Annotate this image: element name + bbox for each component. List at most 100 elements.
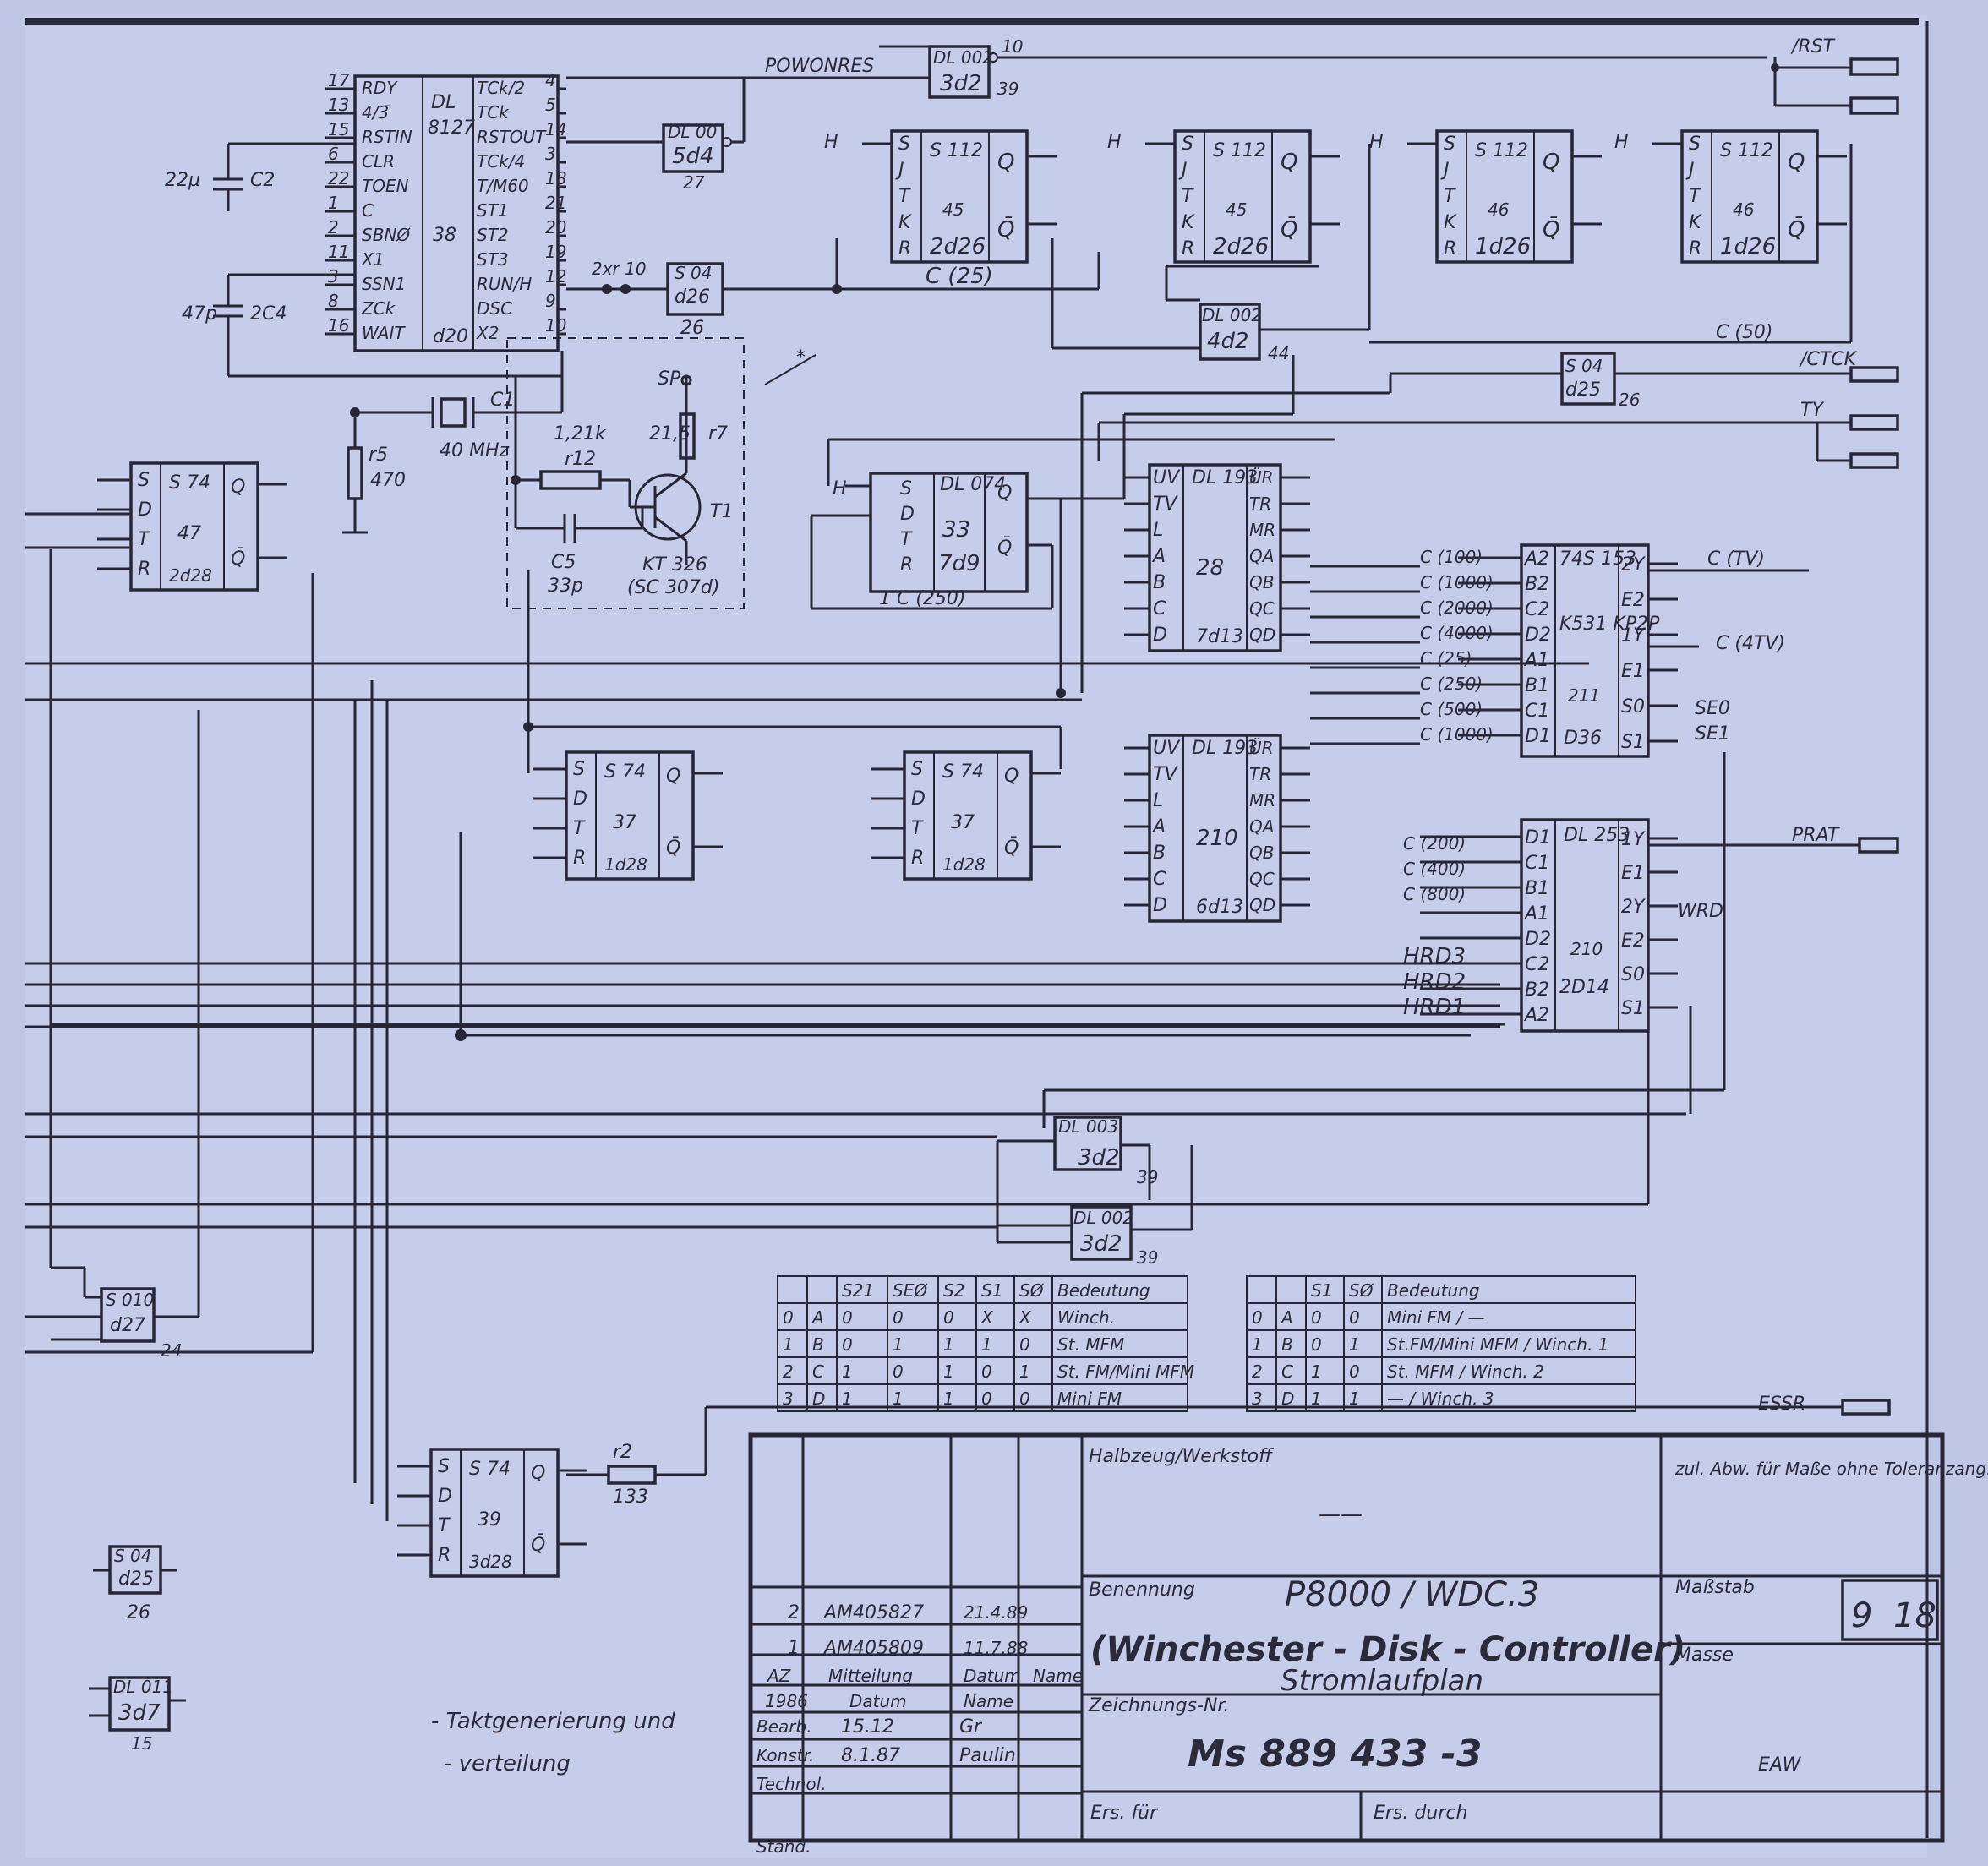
svg-text:39: 39 bbox=[1137, 1167, 1158, 1187]
osc-pin-label: ZCk bbox=[361, 298, 396, 319]
gate-d25-ctck: S 04 d25 26 /CTCK TY bbox=[1080, 349, 1899, 693]
ff74-pin: T bbox=[911, 818, 924, 839]
ff74-num: 37 bbox=[613, 812, 636, 833]
ff-pin: J bbox=[1685, 160, 1695, 181]
svg-text:7d9: 7d9 bbox=[938, 551, 980, 576]
osc-pin-label: RUN/H bbox=[477, 274, 532, 294]
svg-text:2D14: 2D14 bbox=[1559, 977, 1609, 998]
ff-name: S 112 bbox=[930, 140, 983, 161]
osc-pin-label: TCk bbox=[477, 102, 510, 123]
osc-pin-num: 6 bbox=[328, 144, 339, 164]
svg-text:DL 011: DL 011 bbox=[113, 1677, 173, 1697]
cnt-pin: A bbox=[1151, 816, 1166, 838]
osc-pin-label: X1 bbox=[361, 249, 384, 270]
ff-pin: S bbox=[1444, 134, 1456, 155]
cnt-pos: 6d13 bbox=[1196, 897, 1243, 918]
svg-text:/RST: /RST bbox=[1790, 36, 1836, 57]
svg-text:Q: Q bbox=[997, 483, 1012, 504]
ff-pin: K bbox=[898, 212, 912, 233]
osc-pin-num: 12 bbox=[545, 266, 566, 286]
caption-line-1: - Taktgenerierung und bbox=[431, 1709, 675, 1734]
osc-pin-label: ST2 bbox=[477, 225, 509, 245]
svg-text:d25: d25 bbox=[118, 1569, 154, 1590]
mux1-input-label: C (25) bbox=[1420, 648, 1472, 668]
mux2-pin: D1 bbox=[1525, 827, 1551, 848]
table-cell: 3 bbox=[783, 1389, 794, 1409]
svg-text:R: R bbox=[900, 554, 913, 576]
svg-text:C (50): C (50) bbox=[1716, 322, 1773, 343]
table-header: S2 bbox=[943, 1280, 964, 1301]
ff-pin: T bbox=[1689, 186, 1701, 207]
ff74-num: 39 bbox=[478, 1509, 501, 1530]
mux2-pin: A1 bbox=[1523, 903, 1549, 925]
ff74-num: 47 bbox=[178, 523, 201, 544]
ff74-pos: 1d28 bbox=[604, 854, 647, 875]
mux1-pin: B1 bbox=[1525, 675, 1549, 696]
rev-mitteilung: AM405809 bbox=[822, 1638, 924, 1659]
osc-pin-label: RSTIN bbox=[362, 127, 412, 147]
mux2-pin: C2 bbox=[1525, 954, 1549, 975]
ff-pin: J bbox=[1440, 160, 1450, 181]
osc-pin-label: TCk/2 bbox=[477, 78, 525, 98]
osc-pin-label: RDY bbox=[362, 78, 398, 98]
ff-name: S 112 bbox=[1720, 140, 1773, 161]
tb-year: 1986 bbox=[765, 1691, 808, 1711]
resistor-r2: r2 133 ESSR bbox=[566, 1394, 1891, 1508]
ff-h-label: H bbox=[824, 132, 838, 153]
osc-pin-num: 3 bbox=[328, 266, 339, 286]
ff-h-label: H bbox=[1107, 132, 1122, 153]
ff74-num: 37 bbox=[951, 812, 975, 833]
svg-text:SE1: SE1 bbox=[1695, 723, 1730, 745]
cnt-name: DL 193 bbox=[1192, 738, 1258, 759]
mux2-out-pin: S1 bbox=[1621, 998, 1645, 1019]
osc-pin-num: 20 bbox=[545, 217, 566, 237]
mux1-input-label: C (2000) bbox=[1420, 597, 1494, 618]
svg-text:24: 24 bbox=[161, 1340, 182, 1361]
ff74-pin: T bbox=[573, 818, 586, 839]
table-cell: Winch. bbox=[1057, 1307, 1115, 1328]
svg-text:1 C (250): 1 C (250) bbox=[879, 588, 966, 609]
svg-text:3d2: 3d2 bbox=[940, 71, 982, 96]
svg-text:Ers. für: Ers. für bbox=[1090, 1803, 1159, 1824]
table-header: Bedeutung bbox=[1387, 1280, 1480, 1301]
svg-text:33p: 33p bbox=[548, 576, 583, 597]
svg-text:K531 KP2P: K531 KP2P bbox=[1559, 614, 1660, 635]
ff74-pin: S bbox=[911, 759, 923, 780]
table-header: S21 bbox=[842, 1280, 874, 1301]
mux2-pin: B1 bbox=[1525, 878, 1549, 899]
mux2-input-label: C (800) bbox=[1403, 884, 1466, 904]
mux1-out-pin: 2Y bbox=[1621, 554, 1646, 576]
svg-text:D: D bbox=[900, 504, 915, 525]
mux1-input-label: C (500) bbox=[1420, 699, 1483, 719]
svg-text:H: H bbox=[833, 478, 847, 499]
svg-text:/CTCK: /CTCK bbox=[1799, 349, 1858, 370]
rev-header: Mitteilung bbox=[828, 1666, 913, 1686]
osc-pin-num: 15 bbox=[328, 119, 349, 139]
osc-pin-num: 4 bbox=[545, 70, 556, 90]
cnt-pin: D bbox=[1153, 895, 1167, 916]
cnt-pin: C bbox=[1153, 869, 1166, 890]
table-cell: Mini FM bbox=[1057, 1389, 1122, 1409]
ff74-pin: S bbox=[138, 470, 150, 491]
svg-text:Maßstab: Maßstab bbox=[1675, 1577, 1755, 1598]
ff74-q: Q bbox=[231, 477, 245, 498]
table-cell: 0 bbox=[893, 1361, 904, 1382]
svg-text:3d7: 3d7 bbox=[118, 1700, 161, 1726]
osc-pin-label: C bbox=[362, 200, 374, 221]
rev-az: 2 bbox=[788, 1602, 800, 1623]
paper-sheet bbox=[25, 15, 1927, 1858]
mux2-pin: C1 bbox=[1525, 853, 1549, 874]
title-block: Halbzeug/Werkstoff —— zul. Abw. für Maße… bbox=[748, 1432, 1988, 1857]
svg-text:DL 002: DL 002 bbox=[1073, 1208, 1133, 1228]
svg-text:(SC 307d): (SC 307d) bbox=[627, 577, 719, 598]
osc-pin-num: 14 bbox=[545, 119, 566, 139]
osc-pin-label: TCk/4 bbox=[477, 151, 525, 172]
svg-text:18: 18 bbox=[1893, 1596, 1936, 1635]
ff-q: Q bbox=[997, 150, 1014, 175]
cnt-pin: A bbox=[1151, 546, 1166, 567]
cnt-pos: 7d13 bbox=[1196, 626, 1243, 647]
